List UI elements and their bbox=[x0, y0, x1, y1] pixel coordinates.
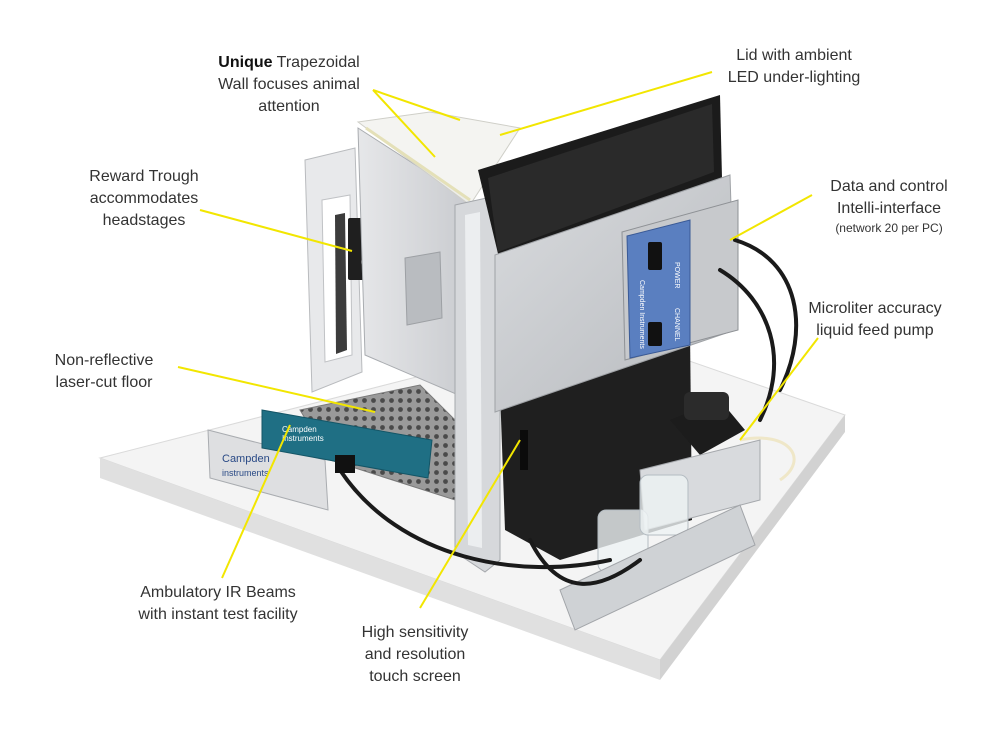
callout-wall-line3: attention bbox=[258, 98, 320, 115]
leader-pump bbox=[739, 337, 819, 441]
brand-plate-line1: Campden bbox=[222, 453, 270, 465]
callout-ir-beams: Ambulatory IR Beams with instant test fa… bbox=[120, 582, 316, 626]
board-brand-line2: Instruments bbox=[282, 434, 324, 443]
callout-wall-bold: Unique bbox=[218, 54, 273, 71]
callout-trough-line1: Reward Trough bbox=[89, 168, 199, 185]
callout-lid-line1: Lid with ambient bbox=[736, 47, 852, 64]
cables bbox=[338, 238, 799, 586]
leader-wall-a bbox=[372, 89, 461, 121]
leader-wall-b bbox=[372, 89, 436, 158]
lid bbox=[356, 111, 521, 206]
leader-floor bbox=[177, 366, 376, 413]
callout-interface-line3: (network 20 per PC) bbox=[835, 221, 943, 235]
callout-beams-line2: with instant test facility bbox=[138, 606, 298, 623]
callout-screen-line1: High sensitivity bbox=[361, 624, 469, 641]
ir-beam-board: Campden Instruments bbox=[261, 409, 433, 479]
leader-lid bbox=[499, 71, 713, 136]
callout-trough-line3: headstages bbox=[102, 212, 186, 229]
callout-screen-line3: touch screen bbox=[369, 668, 461, 685]
callout-laser-cut-floor: Non-reflective laser-cut floor bbox=[40, 350, 168, 394]
callout-touch-screen: High sensitivity and resolution touch sc… bbox=[350, 622, 480, 688]
brand-plate-line2: instruments bbox=[222, 468, 269, 478]
callout-floor-line2: laser-cut floor bbox=[55, 374, 153, 391]
callout-pump-line1: Microliter accuracy bbox=[808, 300, 942, 317]
callout-lid-line2: LED under-lighting bbox=[727, 69, 861, 86]
intelli-interface-module: POWER CHANNEL Campden Instruments bbox=[621, 199, 739, 361]
callout-screen-line2: and resolution bbox=[364, 646, 466, 663]
front-tray bbox=[559, 504, 756, 631]
channel-label: CHANNEL bbox=[673, 308, 680, 342]
leader-trough bbox=[199, 209, 353, 252]
leader-lines bbox=[177, 71, 819, 609]
module-brand-text: Campden Instruments bbox=[638, 280, 645, 349]
callout-lid: Lid with ambient LED under-lighting bbox=[714, 45, 874, 89]
callout-interface-line2: Intelli-interface bbox=[836, 200, 942, 217]
callout-feed-pump: Microliter accuracy liquid feed pump bbox=[795, 298, 955, 342]
callout-floor-line1: Non-reflective bbox=[54, 352, 154, 369]
power-label: POWER bbox=[673, 262, 680, 288]
front-pillar bbox=[454, 194, 501, 573]
callout-wall-line2: Wall focuses animal bbox=[218, 76, 360, 93]
callout-trapezoidal-wall: Unique Trapezoidal Wall focuses animal a… bbox=[216, 52, 362, 118]
callout-pump-line2: liquid feed pump bbox=[816, 322, 934, 339]
callout-interface-line1: Data and control bbox=[830, 178, 948, 195]
board-brand-line1: Campden bbox=[282, 425, 317, 434]
callout-intelli-interface: Data and control Intelli-interface (netw… bbox=[820, 176, 958, 236]
leader-interface bbox=[729, 194, 813, 241]
leader-screen bbox=[419, 439, 521, 609]
callout-beams-line1: Ambulatory IR Beams bbox=[140, 584, 296, 601]
callout-trough-line2: accommodates bbox=[89, 190, 199, 207]
leader-beams bbox=[221, 424, 291, 579]
callout-reward-trough: Reward Trough accommodates headstages bbox=[80, 166, 208, 232]
callout-wall-line1: Trapezoidal bbox=[272, 54, 360, 71]
